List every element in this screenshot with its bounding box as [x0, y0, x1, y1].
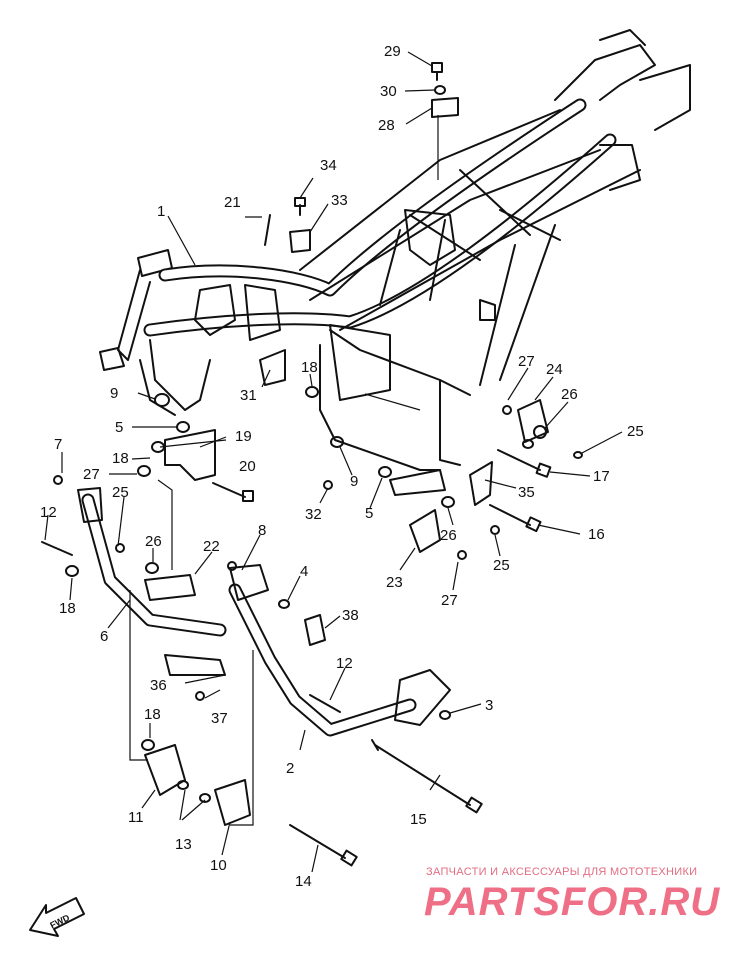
- callout-5a: 5: [115, 419, 123, 436]
- callout-32: 32: [305, 506, 322, 523]
- callout-16: 16: [588, 526, 605, 543]
- bolts: [41, 62, 552, 867]
- fwd-arrow-icon: FWD: [29, 897, 85, 937]
- callout-27c: 27: [518, 353, 535, 370]
- callout-31: 31: [240, 387, 257, 404]
- callout-25a: 25: [112, 484, 129, 501]
- callout-10: 10: [210, 857, 227, 874]
- callout-18c: 18: [144, 706, 161, 723]
- callout-29: 29: [384, 43, 401, 60]
- callout-12b: 12: [336, 655, 353, 672]
- bracket-19: [164, 429, 216, 481]
- callout-34: 34: [320, 157, 337, 174]
- callout-19: 19: [235, 428, 252, 445]
- callout-4: 4: [300, 563, 308, 580]
- callout-20: 20: [239, 458, 256, 475]
- plate-10: [214, 779, 251, 826]
- callout-25c: 25: [627, 423, 644, 440]
- callout-17: 17: [593, 468, 610, 485]
- callout-11: 11: [128, 809, 144, 826]
- callout-14: 14: [295, 873, 312, 890]
- callout-35: 35: [518, 484, 535, 501]
- bracket-24: [517, 399, 549, 443]
- leader-lines: [44, 51, 623, 873]
- callout-37: 37: [211, 710, 228, 727]
- callout-12a: 12: [40, 504, 57, 521]
- callout-26c: 26: [561, 386, 578, 403]
- callout-18b: 18: [59, 600, 76, 617]
- watermark-logo: PARTSFOR.RU: [424, 880, 721, 924]
- callout-24: 24: [546, 361, 563, 378]
- main-frame: [99, 29, 691, 496]
- callout-26a: 26: [145, 533, 162, 550]
- plate-11: [144, 744, 186, 796]
- callout-28: 28: [378, 117, 395, 134]
- spacer-38: [304, 614, 326, 646]
- callout-36: 36: [150, 677, 167, 694]
- callout-33: 33: [331, 192, 348, 209]
- callout-25b: 25: [493, 557, 510, 574]
- callout-18d: 18: [301, 359, 318, 376]
- callout-22: 22: [203, 538, 220, 555]
- callout-27b: 27: [441, 592, 458, 609]
- watermark-tagline: ЗАПЧАСТИ И АКСЕССУАРЫ ДЛЯ МОТОТЕХНИКИ: [426, 866, 698, 878]
- fwd-label: FWD: [48, 912, 71, 930]
- callout-9a: 9: [110, 385, 118, 402]
- callout-8: 8: [258, 522, 266, 539]
- plate-36: [164, 654, 226, 676]
- callout-13: 13: [175, 836, 192, 853]
- callout-26b: 26: [440, 527, 457, 544]
- callout-1: 1: [157, 203, 165, 220]
- callout-38: 38: [342, 607, 359, 624]
- callout-30: 30: [380, 83, 397, 100]
- bracket-23: [409, 509, 441, 553]
- callout-9b: 9: [350, 473, 358, 490]
- bracket-35: [469, 461, 493, 506]
- callout-7: 7: [54, 436, 62, 453]
- callout-15: 15: [410, 811, 427, 828]
- callout-6: 6: [100, 628, 108, 645]
- callout-23: 23: [386, 574, 403, 591]
- callout-27a: 27: [83, 466, 100, 483]
- fasteners: [53, 85, 583, 803]
- callout-2: 2: [286, 760, 294, 777]
- bracket-33: [289, 229, 311, 253]
- callout-labels: 1 2 3 4 5 5 6 7 8 9 9 10 11 12 12 13 14 …: [40, 43, 644, 890]
- callout-21: 21: [224, 194, 241, 211]
- callout-18a: 18: [112, 450, 129, 467]
- bracket-28: [431, 97, 459, 118]
- callout-3: 3: [485, 697, 493, 714]
- callout-5b: 5: [365, 505, 373, 522]
